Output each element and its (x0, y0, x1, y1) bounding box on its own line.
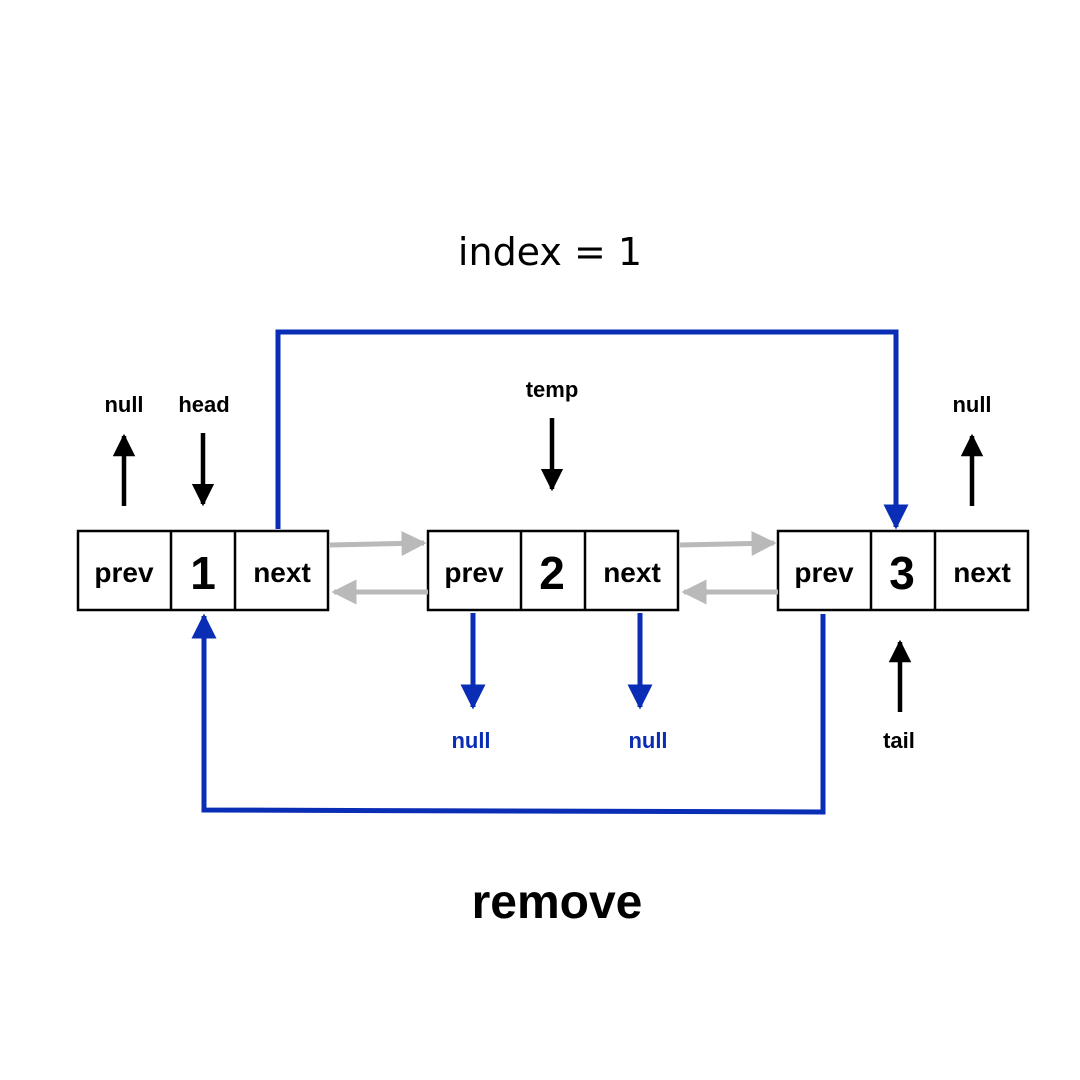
node-2-value: 2 (539, 547, 565, 599)
node-3-next-label: next (953, 557, 1011, 588)
head-label: head (178, 392, 229, 417)
null-right-label: null (952, 392, 991, 417)
node-1-value: 1 (190, 547, 216, 599)
tail-label: tail (883, 728, 915, 753)
node-3-box (776, 529, 1030, 612)
null-left-label: null (104, 392, 143, 417)
old-link-2-to-3-arrow (679, 530, 777, 556)
temp-next-null-label: null (628, 728, 667, 753)
node-2-next-label: next (603, 557, 661, 588)
page-title: index = 1 (458, 230, 642, 274)
node-1-box (76, 529, 330, 612)
temp-label: temp (526, 377, 579, 402)
node-2: prev 2 next (426, 529, 680, 612)
temp-prev-null-label: null (451, 728, 490, 753)
operation-caption: remove (472, 876, 643, 929)
node-1-next-label: next (253, 557, 311, 588)
node-2-prev-label: prev (444, 557, 504, 588)
node-2-box (426, 529, 680, 612)
new-link-3-prev-to-1-arrow (191, 613, 826, 815)
node-1: prev 1 next (76, 529, 330, 612)
node-3-prev-label: prev (794, 557, 854, 588)
new-link-1-next-to-3-arrow (275, 329, 909, 530)
old-link-1-to-2-arrow (329, 530, 427, 556)
node-1-prev-label: prev (94, 557, 154, 588)
node-3-value: 3 (889, 547, 915, 599)
node-3: prev 3 next (776, 529, 1030, 612)
